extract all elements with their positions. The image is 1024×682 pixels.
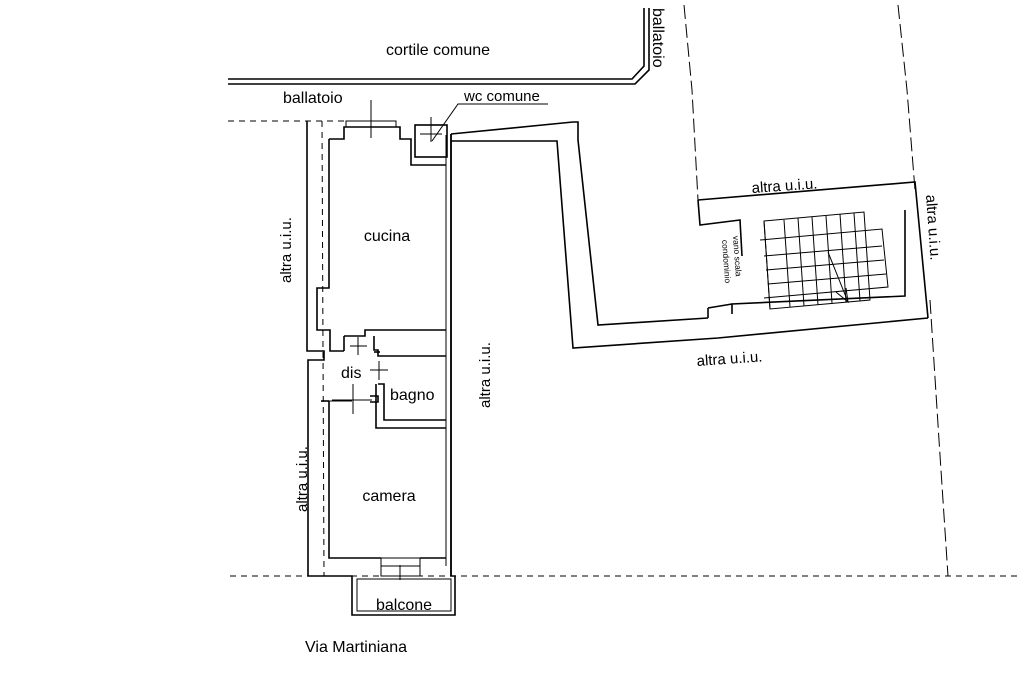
label-wc-comune: wc comune [463,88,540,105]
label-altra-uiu-right: altra u.i.u. [922,194,944,261]
property-boundary-lines [228,4,1022,577]
label-cortile-comune: cortile comune [386,42,490,59]
label-altra-uiu-middle: altra u.i.u. [477,342,494,408]
label-altra-uiu-stair-bottom: altra u.i.u. [696,348,763,370]
label-bagno: bagno [390,387,435,404]
label-altra-uiu-left-lower: altra u.i.u. [294,446,311,512]
label-ballatoio-left: ballatoio [283,90,343,107]
label-balcone: balcone [376,597,432,614]
stairwell [697,181,929,319]
label-altra-uiu-stair-top: altra u.i.u. [751,175,818,197]
label-via-martiniana: Via Martiniana [305,639,407,656]
label-cucina: cucina [364,228,410,245]
labels: cortile comune ballatoio ballatoio wc co… [278,8,944,656]
wc-comune-box [414,103,548,158]
courtyard-boundary [228,8,650,85]
label-ballatoio-top: ballatoio [649,8,666,68]
label-altra-uiu-left-upper: altra u.i.u. [278,217,295,283]
internal-partitions [329,329,446,429]
label-camera: camera [362,488,415,505]
label-dis: dis [341,365,361,382]
corridor-walls [450,121,929,349]
label-vano-scala: vano scala [731,235,744,277]
apartment-walls [306,120,456,616]
label-condominio: condominio [720,239,733,283]
door-markers [332,100,401,580]
